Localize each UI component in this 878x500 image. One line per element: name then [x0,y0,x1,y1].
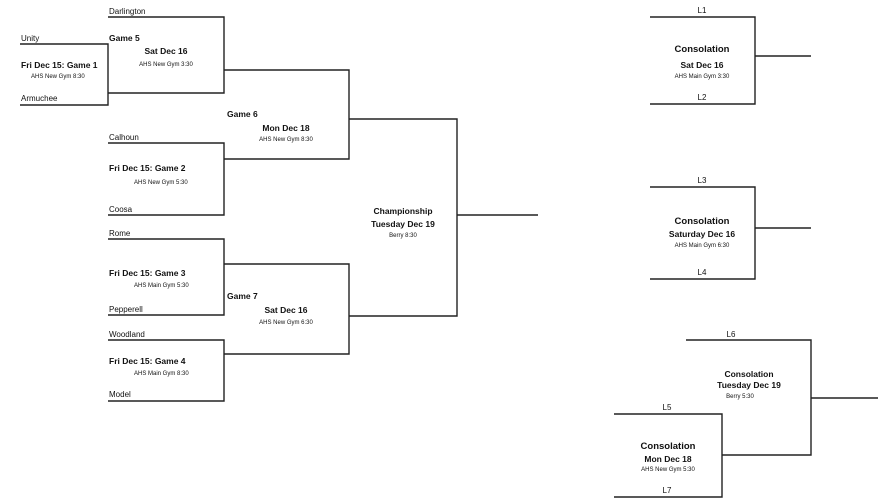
game2-venue: AHS New Gym 5:30 [134,180,188,186]
game3-bracket-line [108,238,225,316]
game6-title: Game 6 [227,109,258,119]
consolation3-date: Mon Dec 18 [644,454,692,464]
consolation3-venue: AHS New Gym 5:30 [641,467,695,473]
game7-date: Sat Dec 16 [264,305,308,315]
consolation3-bottom-slot: L7 [662,486,672,495]
team-coosa: Coosa [109,205,133,214]
game5-venue: AHS New Gym 3:30 [139,62,193,68]
consolation2-top-slot: L3 [697,176,707,185]
game7-bracket-line [224,263,350,355]
consolation4-date: Tuesday Dec 19 [717,380,781,390]
game3-title: Fri Dec 15: Game 3 [109,268,186,278]
consolation2-date: Saturday Dec 16 [668,229,736,239]
game3-venue: AHS Main Gym 5:30 [134,283,189,289]
game5-title: Game 5 [109,33,140,43]
game4-title: Fri Dec 15: Game 4 [109,356,186,366]
game1-bracket-line [20,43,109,106]
consolation4-venue: Berry 5:30 [726,394,754,400]
championship-title: Championship [373,206,433,216]
championship-venue: Berry 8:30 [389,233,417,239]
championship-date: Tuesday Dec 19 [371,219,435,229]
consolation1-date: Sat Dec 16 [680,60,724,70]
team-darlington: Darlington [109,7,146,16]
team-pepperell: Pepperell [109,305,143,314]
team-armuchee: Armuchee [21,94,58,103]
game5-bracket-line [108,16,225,94]
consolation3-top-slot: L5 [662,403,672,412]
team-model: Model [109,390,131,399]
consolation1-title: Consolation [674,44,730,55]
game2-title: Fri Dec 15: Game 2 [109,163,186,173]
game7-venue: AHS New Gym 6:30 [259,320,313,326]
game1-venue: AHS New Gym 8:30 [31,74,85,80]
game6-venue: AHS New Gym 8:30 [259,137,313,143]
consolation1-bracket-line [650,16,756,105]
team-woodland: Woodland [109,330,145,339]
team-calhoun: Calhoun [109,133,139,142]
game6-date: Mon Dec 18 [262,123,310,133]
game4-bracket-line [108,339,225,402]
consolation2-venue: AHS Main Gym 6:30 [674,243,730,249]
game5-date: Sat Dec 16 [144,46,188,56]
game2-bracket-line [108,142,225,216]
game6-bracket-line [224,69,350,160]
consolation2-title: Consolation [674,216,730,227]
consolation3-title: Consolation [640,441,696,452]
consolation2-bracket-line [650,186,756,280]
game4-venue: AHS Main Gym 8:30 [134,371,189,377]
team-rome: Rome [109,229,131,238]
consolation1-top-slot: L1 [697,6,707,15]
game1-title: Fri Dec 15: Game 1 [21,60,98,70]
consolation1-venue: AHS Main Gym 3:30 [674,74,730,80]
consolation4-title: Consolation [724,369,774,379]
championship-bracket-line [349,118,458,317]
team-unity: Unity [21,34,40,43]
consolation2-bottom-slot: L4 [697,268,707,277]
consolation1-bottom-slot: L2 [697,93,707,102]
consolation4-top-slot: L6 [726,330,736,339]
game7-title: Game 7 [227,291,258,301]
